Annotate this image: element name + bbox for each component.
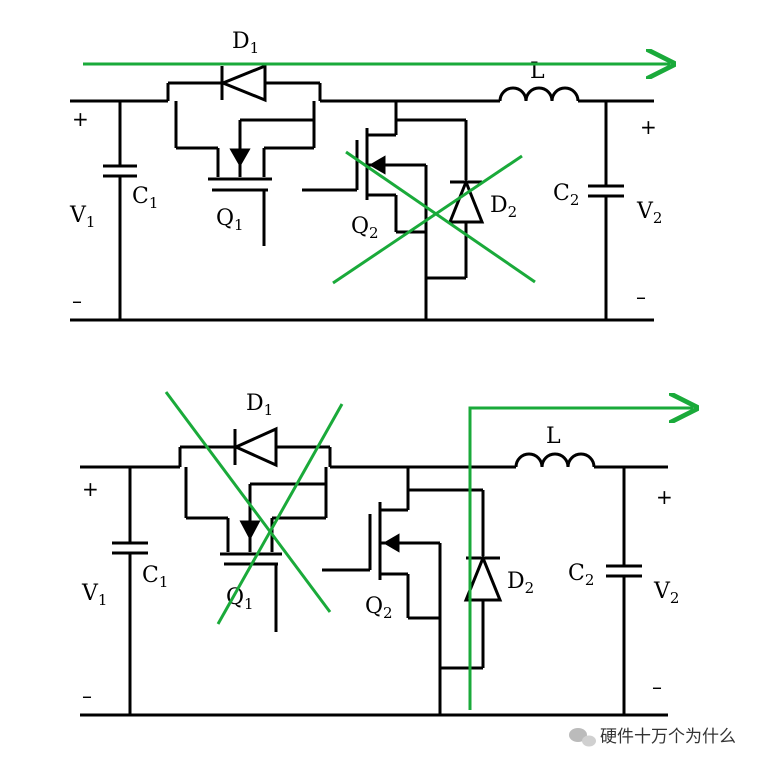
d1-diode-symbol xyxy=(219,63,267,103)
top-cross-stroke-1 xyxy=(345,150,536,284)
bottom-v1-minus: – xyxy=(82,684,92,708)
top-v1-label: V1 xyxy=(69,203,95,231)
top-v1-minus: – xyxy=(72,289,82,313)
bottom-labels: D1 Q1 Q2 D2 C1 C2 V1 V2 L + – + – xyxy=(81,391,679,708)
watermark: 硬件十万个为什么 xyxy=(569,727,736,747)
top-v2-plus: + xyxy=(640,115,657,139)
bottom-c2-label: C2 xyxy=(568,561,594,589)
top-v1-plus: + xyxy=(72,107,89,131)
top-v2-minus: – xyxy=(636,285,646,309)
top-c2-label: C2 xyxy=(553,181,579,209)
top-d2-label: D2 xyxy=(490,193,517,221)
bottom-cross-stroke-2 xyxy=(216,403,344,625)
top-q2-label: Q2 xyxy=(351,214,379,242)
q1-arrow xyxy=(229,148,251,168)
top-circuit xyxy=(70,63,654,322)
bottom-c1-label: C1 xyxy=(142,563,168,591)
bottom-current-path-arrow xyxy=(468,408,693,710)
wechat-icon xyxy=(569,728,596,747)
bottom-cross-stroke-1 xyxy=(164,391,332,613)
bottom-v2-plus: + xyxy=(656,485,673,509)
top-v2-label: V2 xyxy=(636,199,662,227)
bottom-v2-minus: – xyxy=(652,675,662,699)
bottom-v2-label: V2 xyxy=(653,579,679,607)
top-d1-label: D1 xyxy=(232,29,259,57)
bottom-v1-plus: + xyxy=(82,477,99,501)
top-c1-label: C1 xyxy=(132,184,158,212)
bottom-d2-label: D2 xyxy=(507,569,534,597)
top-labels: D1 Q1 Q2 D2 C1 C2 V1 V2 L + – + – xyxy=(69,29,662,313)
top-q1-label: Q1 xyxy=(216,206,244,234)
top-annotations xyxy=(83,64,670,285)
top-cross-stroke-2 xyxy=(332,154,523,285)
inductor-l xyxy=(498,86,580,102)
bottom-l-label: L xyxy=(546,424,561,449)
bottom-d1-label: D1 xyxy=(246,391,273,419)
watermark-text: 硬件十万个为什么 xyxy=(600,727,736,747)
bottom-v1-label: V1 xyxy=(81,581,107,609)
bottom-annotations xyxy=(164,391,693,710)
bottom-q1-label: Q1 xyxy=(226,585,254,613)
bottom-q2-label: Q2 xyxy=(365,594,393,622)
q2-arrow xyxy=(369,155,386,175)
bottom-circuit xyxy=(80,426,668,717)
